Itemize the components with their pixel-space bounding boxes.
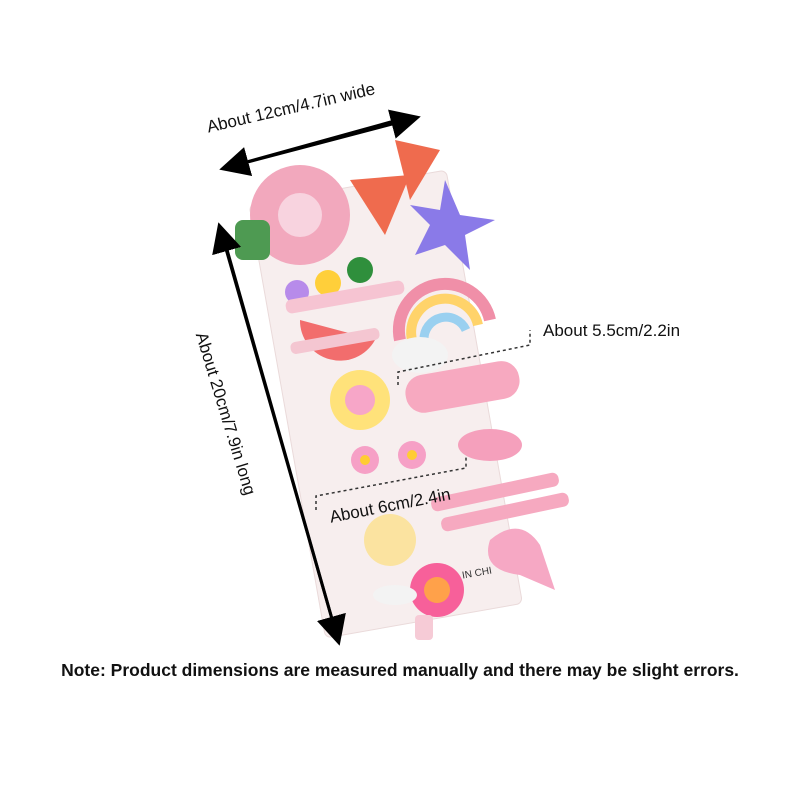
measurement-note: Note: Product dimensions are measured ma… [61, 660, 739, 680]
starfish-clip [410, 180, 495, 270]
clip-short-measure [315, 455, 467, 510]
cloud-clip [458, 429, 522, 461]
popsicle-clip [488, 528, 555, 590]
clip-long-label: About 5.5cm/2.2in [543, 321, 681, 340]
swirl-candy-clip [364, 514, 416, 566]
pink-snap-clip [405, 361, 520, 413]
hair-clips [235, 140, 569, 640]
clip-long-measure [397, 330, 531, 385]
rainbow-clip [392, 277, 496, 342]
watermelon-clip [350, 175, 410, 235]
